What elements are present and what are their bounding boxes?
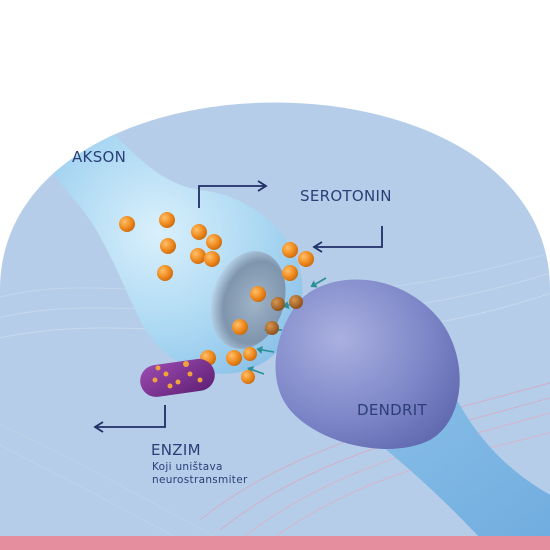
label-enzyme-desc-line1: Koji uništava xyxy=(152,461,223,473)
label-axon: AKSON xyxy=(72,148,127,166)
label-dendrite: DENDRIT xyxy=(357,401,427,419)
enzyme xyxy=(140,358,215,397)
serotonin-molecule xyxy=(241,370,255,384)
serotonin-molecule xyxy=(282,242,298,258)
receptor xyxy=(310,277,327,288)
serotonin-molecules xyxy=(119,212,314,384)
serotonin-molecule xyxy=(282,265,298,281)
serotonin-molecule xyxy=(271,297,285,311)
arrow-left-icon xyxy=(93,405,166,433)
receptor xyxy=(256,345,275,354)
receptor xyxy=(247,366,265,375)
label-enzyme: ENZIM xyxy=(151,441,201,459)
serotonin-molecule xyxy=(265,321,279,335)
serotonin-molecule xyxy=(159,212,175,228)
serotonin-molecule xyxy=(243,347,257,361)
serotonin-molecule xyxy=(190,248,206,264)
dendrite-bulb xyxy=(275,279,460,449)
serotonin-molecule xyxy=(157,265,173,281)
label-enzyme-desc-line2: neurostransmiter xyxy=(152,474,248,486)
serotonin-molecule xyxy=(289,295,303,309)
serotonin-molecule xyxy=(250,286,266,302)
serotonin-molecule xyxy=(232,319,248,335)
serotonin-molecule xyxy=(191,224,207,240)
serotonin-molecule xyxy=(226,350,242,366)
serotonin-molecule xyxy=(204,251,220,267)
serotonin-molecule xyxy=(206,234,222,250)
serotonin-molecule xyxy=(298,251,314,267)
serotonin-molecule xyxy=(119,216,135,232)
arrow-left-icon xyxy=(312,226,383,253)
bottom-band xyxy=(0,536,550,550)
serotonin-molecule xyxy=(160,238,176,254)
arrow-right-icon xyxy=(198,180,268,208)
label-serotonin: SEROTONIN xyxy=(300,187,392,205)
